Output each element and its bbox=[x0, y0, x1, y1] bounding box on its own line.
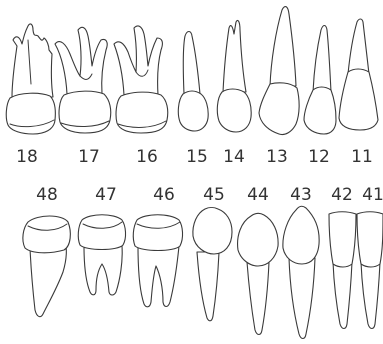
upper-teeth-row bbox=[6, 7, 378, 135]
tooth-16-crown bbox=[116, 92, 168, 133]
tooth-41-root bbox=[361, 262, 380, 329]
tooth-number-47: 47 bbox=[95, 185, 117, 205]
tooth-14[interactable] bbox=[217, 20, 251, 132]
tooth-13-crown bbox=[259, 83, 299, 135]
tooth-42[interactable] bbox=[329, 212, 356, 329]
tooth-43-root bbox=[289, 258, 315, 339]
tooth-42-root bbox=[333, 262, 352, 329]
tooth-45-root bbox=[197, 252, 219, 321]
tooth-17[interactable] bbox=[55, 27, 111, 133]
tooth-number-17: 17 bbox=[78, 147, 100, 167]
lower-number-labels: 48 47 46 45 44 43 42 41 bbox=[36, 185, 383, 205]
tooth-11[interactable] bbox=[339, 19, 378, 130]
tooth-number-13: 13 bbox=[266, 147, 288, 167]
tooth-42-crown bbox=[329, 212, 356, 267]
tooth-number-46: 46 bbox=[153, 185, 175, 205]
tooth-44-crown bbox=[238, 213, 279, 266]
tooth-47-root bbox=[84, 246, 122, 295]
tooth-number-41: 41 bbox=[362, 185, 383, 205]
tooth-number-45: 45 bbox=[203, 185, 225, 205]
tooth-14-crown bbox=[217, 89, 251, 132]
tooth-18[interactable] bbox=[6, 24, 55, 134]
tooth-15-crown bbox=[178, 91, 208, 131]
tooth-number-42: 42 bbox=[331, 185, 353, 205]
tooth-number-11: 11 bbox=[351, 147, 373, 167]
tooth-46-crown bbox=[133, 215, 182, 251]
tooth-45[interactable] bbox=[193, 208, 232, 321]
tooth-48[interactable] bbox=[23, 216, 70, 317]
tooth-18-root bbox=[12, 24, 53, 97]
tooth-11-root bbox=[348, 19, 369, 74]
tooth-46-root bbox=[138, 246, 179, 307]
tooth-12[interactable] bbox=[304, 26, 336, 135]
lower-teeth-row bbox=[23, 206, 383, 338]
tooth-12-crown bbox=[304, 87, 336, 134]
tooth-43-crown bbox=[283, 206, 319, 264]
tooth-16[interactable] bbox=[114, 26, 168, 133]
tooth-41[interactable] bbox=[357, 212, 383, 329]
tooth-41-crown bbox=[357, 212, 383, 267]
tooth-18-crown bbox=[6, 93, 55, 134]
tooth-number-44: 44 bbox=[247, 185, 269, 205]
tooth-number-12: 12 bbox=[308, 147, 330, 167]
tooth-number-43: 43 bbox=[290, 185, 312, 205]
tooth-45-crown bbox=[193, 208, 232, 255]
tooth-12-root bbox=[313, 26, 331, 93]
tooth-number-48: 48 bbox=[36, 185, 58, 205]
tooth-46[interactable] bbox=[133, 215, 182, 307]
tooth-15-root bbox=[183, 32, 200, 95]
tooth-17-root bbox=[55, 27, 107, 94]
tooth-number-14: 14 bbox=[223, 147, 245, 167]
tooth-13[interactable] bbox=[259, 7, 299, 135]
tooth-number-15: 15 bbox=[186, 147, 208, 167]
tooth-48-crown bbox=[23, 216, 70, 253]
tooth-15[interactable] bbox=[178, 32, 208, 132]
tooth-43[interactable] bbox=[283, 206, 319, 338]
tooth-44[interactable] bbox=[238, 213, 279, 334]
tooth-48-root bbox=[30, 246, 66, 317]
tooth-number-16: 16 bbox=[136, 147, 158, 167]
tooth-47-crown bbox=[78, 215, 125, 250]
tooth-16-root bbox=[114, 26, 162, 95]
tooth-13-root bbox=[270, 7, 296, 86]
upper-number-labels: 18 17 16 15 14 13 12 11 bbox=[16, 147, 373, 167]
tooth-11-crown bbox=[339, 69, 378, 130]
tooth-number-18: 18 bbox=[16, 147, 38, 167]
tooth-44-root bbox=[247, 262, 269, 335]
tooth-14-root bbox=[223, 20, 246, 92]
tooth-47[interactable] bbox=[78, 215, 125, 295]
